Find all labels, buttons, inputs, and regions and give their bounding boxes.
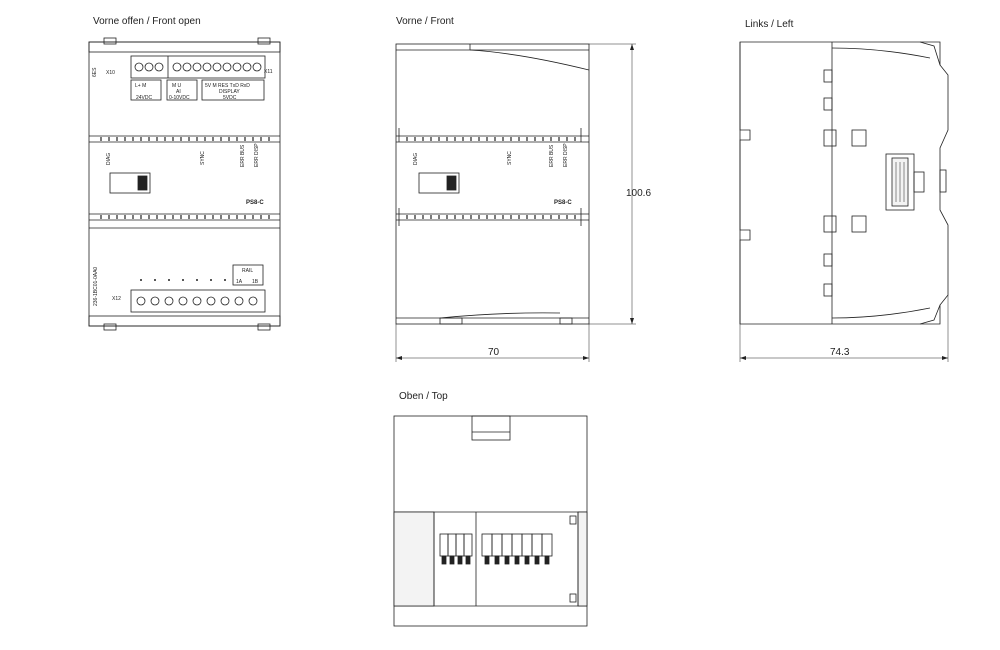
part-number: 236-1BC01-0AA0	[93, 267, 99, 306]
terminal-group-bus	[201, 79, 265, 101]
front-open-bottom-rail	[88, 315, 281, 327]
front-open-top-rail	[88, 41, 281, 53]
front-cover-curve-bottom	[439, 312, 561, 319]
front-view: DIAG SYNC ERR BUS ERR DISP PS8-C	[395, 43, 636, 362]
connector-x10: X10	[106, 70, 115, 76]
top-clip-left	[103, 37, 117, 45]
front-bottom-clip-right	[559, 317, 573, 325]
label-5vdc: 5VDC	[223, 95, 237, 101]
rail-box	[232, 264, 264, 286]
front-mode-switch-slider	[446, 175, 457, 191]
top-right-panel	[577, 511, 588, 607]
label-ai: AI	[176, 89, 181, 95]
left-body-outline	[739, 41, 949, 325]
bottom-terminal-screws	[136, 296, 258, 306]
view-title-front-open: Vorne offen / Front open	[93, 16, 201, 27]
mode-switch	[109, 172, 151, 194]
terminal-label-ai: M U	[172, 83, 182, 89]
view-title-front: Vorne / Front	[396, 16, 454, 27]
left-slots	[823, 69, 867, 297]
terminal-group-ai	[166, 79, 198, 101]
front-led-diag: DIAG	[413, 153, 419, 165]
connector-x11: X11	[264, 69, 273, 75]
front-upper-comb	[406, 137, 576, 141]
label-display: DISPLAY	[219, 89, 240, 95]
led-sync: SYNC	[200, 151, 206, 165]
front-open-view: X10 X11 6ES L+ M 24VDC M U AI 0-10VDC 5V…	[88, 37, 281, 331]
front-mode-switch	[418, 172, 460, 194]
front-body	[395, 43, 590, 325]
bottom-clip-right	[257, 323, 271, 331]
top-terminal-block	[130, 55, 266, 79]
label-rail: RAIL	[242, 268, 253, 274]
front-open-body	[88, 41, 281, 327]
module-name-front: PS8-C	[554, 200, 572, 206]
bottom-clip-left	[103, 323, 117, 331]
label-1b: 1B	[252, 279, 259, 285]
top-left-panel	[393, 511, 435, 607]
upper-comb-teeth	[100, 137, 270, 141]
label-24vdc: 24VDC	[136, 95, 153, 101]
dimension-width-front: 70	[488, 347, 500, 358]
top-clip-right	[257, 37, 271, 45]
top-view	[393, 415, 588, 627]
module-name-front-open: PS8-C	[246, 200, 264, 206]
terminal-label-bus: 5V M RES TxD RxD	[205, 83, 250, 89]
front-cover-curve-top	[469, 49, 590, 71]
led-err-disp: ERR DISP	[254, 143, 260, 167]
front-led-err-disp: ERR DISP	[563, 143, 569, 167]
connector-x12: X12	[112, 296, 121, 302]
front-lower-comb	[406, 215, 576, 219]
front-led-sync: SYNC	[507, 151, 513, 165]
top-terminal-row-left	[439, 533, 473, 565]
dimension-height: 100.6	[626, 188, 652, 199]
side-mark: 6ES	[92, 67, 98, 77]
top-latch	[471, 415, 511, 441]
mode-switch-slider	[137, 175, 148, 191]
terminal-label-24v: L+ M	[135, 83, 146, 89]
lower-comb-teeth	[100, 215, 270, 219]
front-bottom-clip-left	[439, 317, 463, 325]
view-title-top: Oben / Top	[399, 391, 448, 402]
bottom-terminal-block	[130, 289, 266, 313]
top-terminal-screws	[134, 62, 262, 72]
led-err-bus: ERR BUS	[240, 144, 246, 167]
label-0-10vdc: 0-10VDC	[169, 95, 190, 101]
indicator-dots	[140, 279, 226, 281]
dimension-depth-left: 74.3	[830, 347, 850, 358]
front-led-err-bus: ERR BUS	[549, 144, 555, 167]
label-1a: 1A	[236, 279, 243, 285]
top-terminal-row-right	[481, 533, 553, 565]
led-diag: DIAG	[106, 153, 112, 165]
left-view	[739, 41, 949, 362]
view-title-left: Links / Left	[745, 19, 794, 30]
terminal-group-24v	[130, 79, 162, 101]
